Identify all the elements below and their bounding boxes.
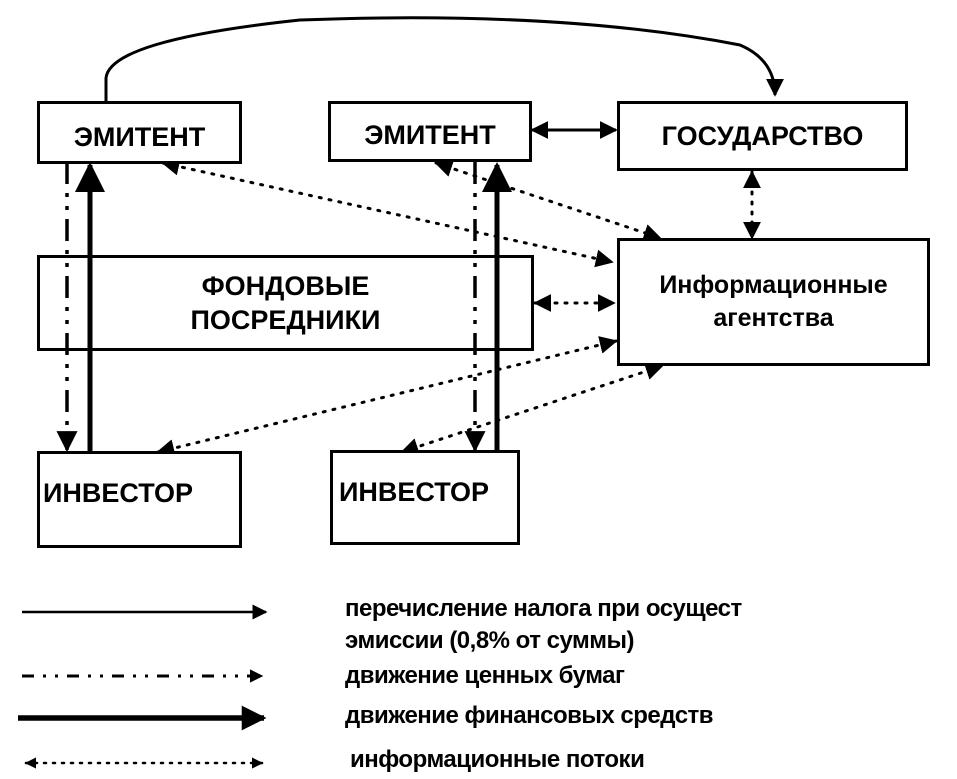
node-info-agencies-label-line1: Информационные bbox=[659, 271, 888, 299]
node-investor-2: ИНВЕСТОР bbox=[330, 450, 520, 545]
node-emitent-1-label: ЭМИТЕНТ bbox=[73, 121, 206, 152]
node-info-agencies-label-line2: агентства bbox=[713, 304, 834, 332]
legend-item-securities: движение ценных бумаг bbox=[345, 662, 625, 689]
node-emitent-2: ЭМИТЕНТ bbox=[328, 101, 532, 162]
node-state: ГОСУДАРСТВО bbox=[617, 101, 908, 171]
node-investor-1: ИНВЕСТОР bbox=[37, 451, 242, 548]
legend-item-tax: перечисление налога при осущест эмиссии … bbox=[345, 595, 742, 655]
info-edge-investor2-agencies bbox=[400, 362, 664, 456]
legend-item-funds: движение финансовых средств bbox=[345, 702, 714, 729]
node-stock-intermediaries: ФОНДОВЫЕ ПОСРЕДНИКИ bbox=[37, 255, 534, 351]
legend-item-tax-line1: перечисление налога при осущест bbox=[345, 595, 742, 622]
node-investor-2-label: ИНВЕСТОР bbox=[339, 477, 490, 507]
info-edge-emitent2-agencies bbox=[434, 159, 662, 242]
legend-item-info: информационные потоки bbox=[350, 746, 645, 773]
node-stock-intermediaries-label-line1: ФОНДОВЫЕ bbox=[201, 271, 370, 301]
tax-edge-emitent1-state bbox=[104, 16, 784, 102]
info-edge-emitent1-agencies bbox=[161, 157, 614, 268]
node-emitent-1: ЭМИТЕНТ bbox=[37, 101, 242, 164]
node-emitent-2-label: ЭМИТЕНТ bbox=[364, 119, 496, 150]
legend-item-tax-line2: эмиссии (0,8% от суммы) bbox=[345, 627, 635, 654]
node-stock-intermediaries-label-line2: ПОСРЕДНИКИ bbox=[190, 305, 381, 335]
node-info-agencies: Информационные агентства bbox=[617, 238, 930, 366]
node-state-label: ГОСУДАРСТВО bbox=[661, 121, 864, 151]
node-investor-1-label: ИНВЕСТОР bbox=[43, 478, 194, 508]
info-edge-investor1-agencies bbox=[156, 336, 618, 457]
